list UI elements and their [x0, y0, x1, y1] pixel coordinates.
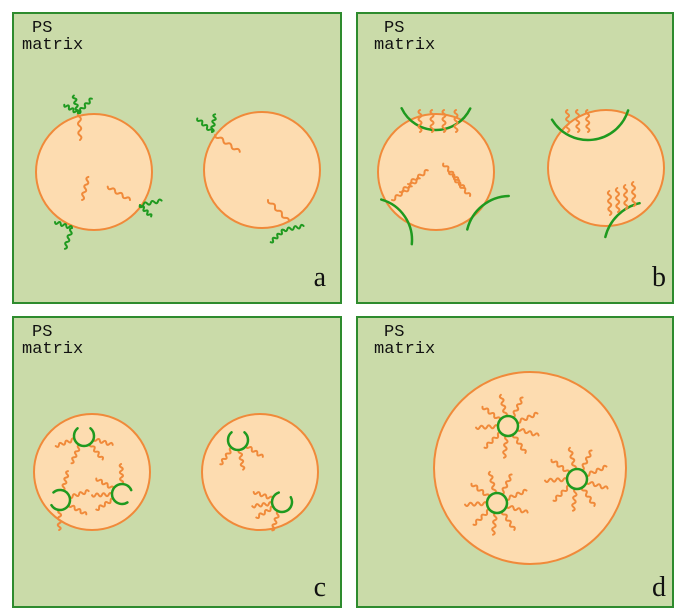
particle — [204, 112, 320, 228]
copolymer-chain — [284, 225, 304, 231]
particle — [548, 110, 664, 226]
copolymer-chain — [58, 510, 61, 530]
copolymer-chain — [78, 99, 92, 114]
copolymer-chain — [443, 110, 446, 132]
copolymer-chain — [455, 110, 458, 132]
copolymer-chain — [271, 230, 284, 243]
particle — [36, 114, 152, 230]
copolymer-chain — [431, 110, 434, 132]
copolymer-chain — [211, 114, 216, 132]
copolymer-chain — [197, 119, 212, 133]
copolymer-chain — [419, 110, 422, 132]
copolymer-chain — [65, 228, 72, 249]
copolymer-chain — [140, 205, 152, 217]
